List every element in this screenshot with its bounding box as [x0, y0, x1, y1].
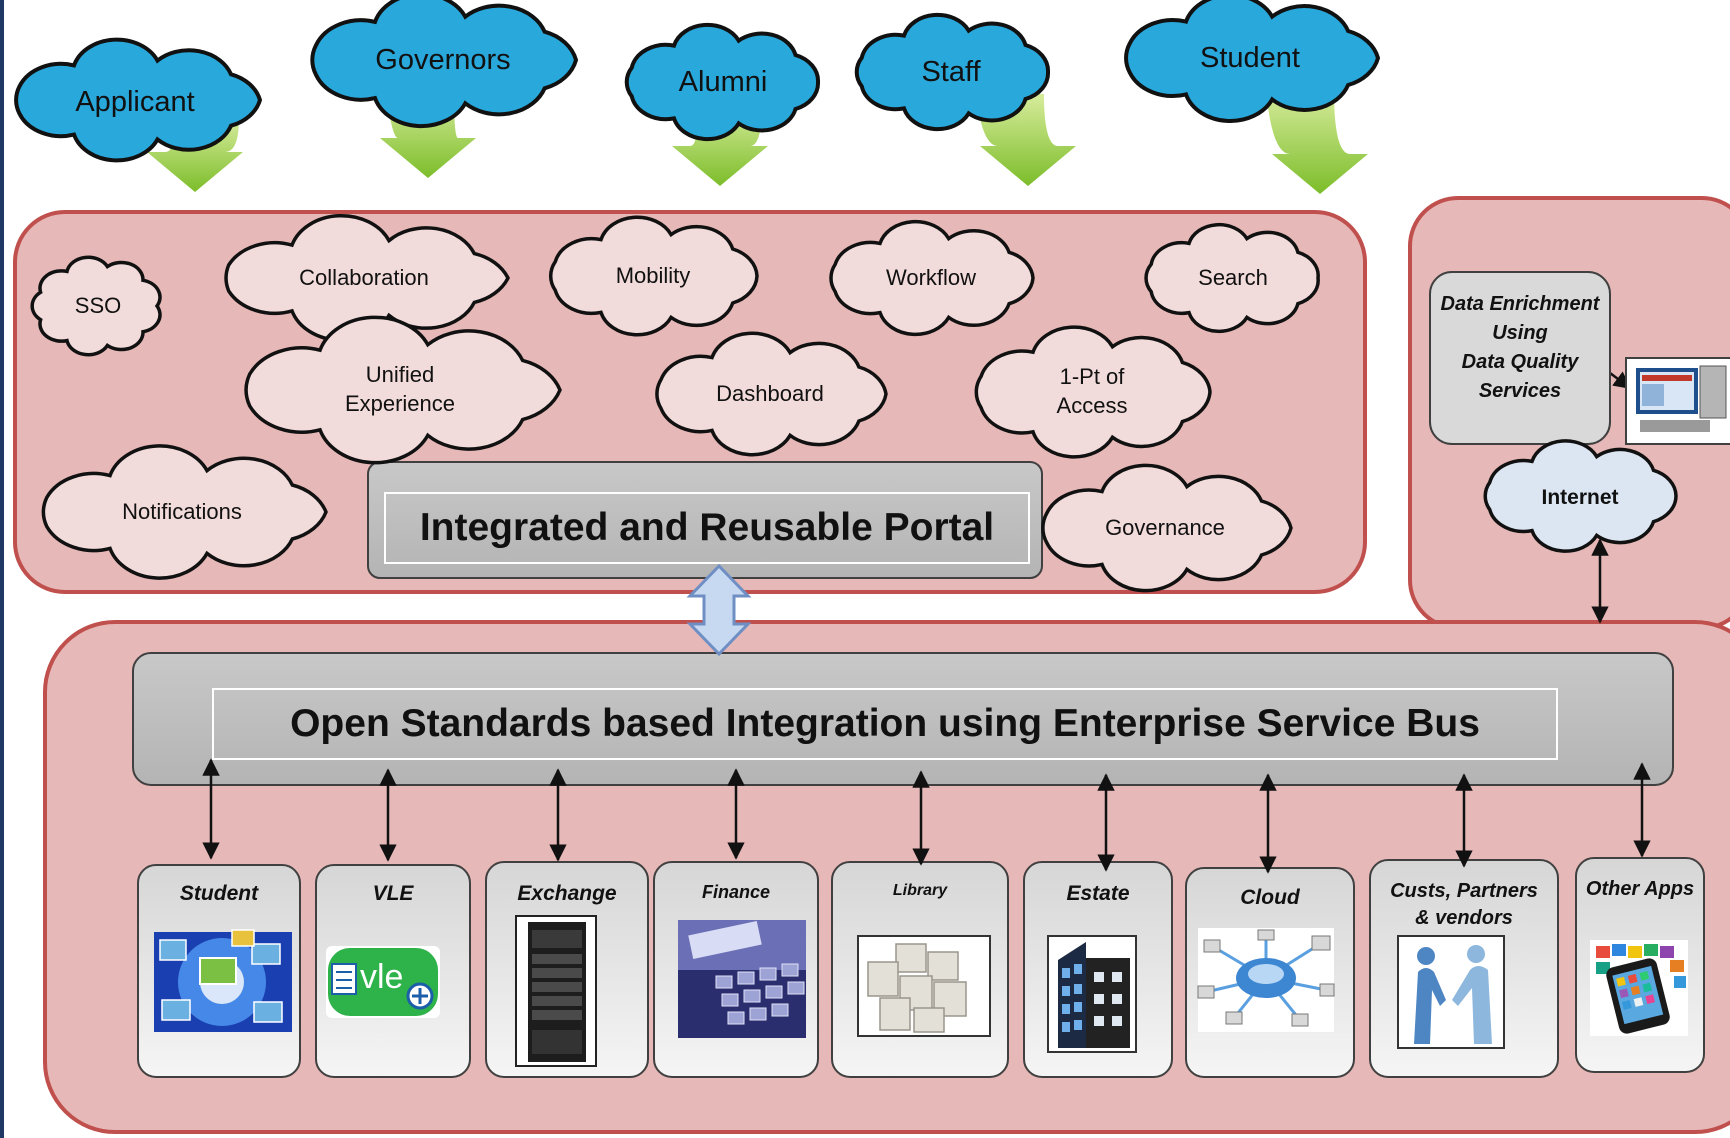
feature-cloud-shape	[974, 325, 1212, 459]
user-group-governors: Governors	[375, 44, 511, 77]
user-group-student: Student	[1200, 42, 1300, 75]
system-label-finance: Finance	[701, 882, 771, 902]
network-globe-icon	[1197, 928, 1335, 1032]
user-cloud-shape	[310, 0, 579, 129]
feature-notifications: Notifications	[122, 498, 242, 524]
feature-search: Search	[1198, 264, 1268, 290]
feature-access-line1: 1-Pt of	[1059, 364, 1125, 390]
system-label-cloud: Cloud	[1240, 886, 1300, 909]
user-group-staff: Staff	[921, 56, 981, 89]
server-rack-icon	[515, 915, 597, 1067]
esb-bar	[132, 652, 1674, 786]
system-label-partners-line1: Custs, Partners	[1390, 880, 1538, 902]
system-label-vle: VLE	[372, 882, 414, 905]
portal-box	[367, 461, 1043, 579]
feature-clouds	[30, 214, 1678, 593]
system-label-partners-line2: & vendors	[1415, 907, 1513, 929]
feature-cloud-shape	[1144, 222, 1320, 334]
user-group-applicant: Applicant	[75, 86, 195, 119]
user-cloud-shape	[1124, 0, 1381, 123]
feature-cloud-shape	[655, 331, 888, 457]
internet-label: Internet	[1541, 486, 1619, 510]
system-label-estate: Estate	[1066, 882, 1130, 905]
feature-one-point-access: 1-Pt of Access	[1008, 360, 1176, 424]
feature-sso: SSO	[74, 292, 122, 318]
user-clouds	[14, 0, 1381, 163]
computer-icon	[1625, 357, 1730, 445]
feature-governance: Governance	[1105, 514, 1225, 540]
feature-collaboration: Collaboration	[299, 264, 429, 290]
feature-cloud-shape	[30, 255, 162, 357]
handshake-icon	[1397, 935, 1505, 1049]
esb-title: Open Standards based Integration using E…	[212, 688, 1558, 760]
boxes-icon	[857, 935, 991, 1037]
user-flow-arrow	[1266, 90, 1368, 194]
building-icon	[1047, 935, 1137, 1053]
enrichment-line1: Data Enrichment	[1440, 293, 1600, 315]
system-label-student: Student	[179, 882, 259, 905]
system-label-library: Library	[892, 882, 948, 899]
enrichment-line2: Using	[1492, 322, 1548, 344]
feature-dashboard: Dashboard	[716, 380, 824, 406]
left-edge	[0, 0, 4, 1138]
esb-system-arrows	[202, 758, 1651, 874]
svg-text:vle: vle	[360, 958, 403, 996]
user-group-alumni: Alumni	[678, 66, 768, 99]
feature-cloud-shape	[244, 315, 562, 465]
feature-workflow: Workflow	[885, 264, 977, 290]
vle-logo-icon: vle	[326, 946, 440, 1018]
portal-esb-double-arrow	[686, 563, 752, 657]
enrichment-line4: Services	[1478, 380, 1562, 402]
feature-cloud-shape	[829, 219, 1035, 337]
feature-unified-line2: Experience	[344, 391, 456, 416]
feature-access-line2: Access	[1056, 393, 1128, 418]
calculator-icon	[678, 920, 806, 1038]
enrichment-line3: Data Quality	[1461, 351, 1579, 373]
feature-cloud-shape	[1041, 463, 1293, 593]
internet-cloud-shape	[1483, 439, 1678, 553]
feature-cloud-shape	[41, 444, 328, 580]
feature-mobility: Mobility	[615, 262, 691, 288]
feature-cloud-shape	[548, 215, 759, 337]
feature-unified-line1: Unified	[365, 362, 435, 388]
enrichment-label: Data Enrichment Using Data Quality Servi…	[1428, 290, 1612, 406]
system-label-partners: Custs, Partners & vendors	[1370, 878, 1558, 932]
system-label-exchange: Exchange	[517, 882, 617, 905]
user-cloud-shape	[854, 12, 1051, 132]
portal-title: Integrated and Reusable Portal	[384, 492, 1030, 564]
monitors-icon	[154, 929, 292, 1032]
system-label-other-apps: Other Apps	[1585, 878, 1695, 900]
smartphone-apps-icon	[1590, 940, 1688, 1036]
feature-unified-experience: Unified Experience	[300, 358, 500, 422]
user-cloud-shape	[624, 22, 821, 142]
enrichment-box	[1429, 271, 1611, 445]
user-cloud-shape	[14, 37, 263, 163]
